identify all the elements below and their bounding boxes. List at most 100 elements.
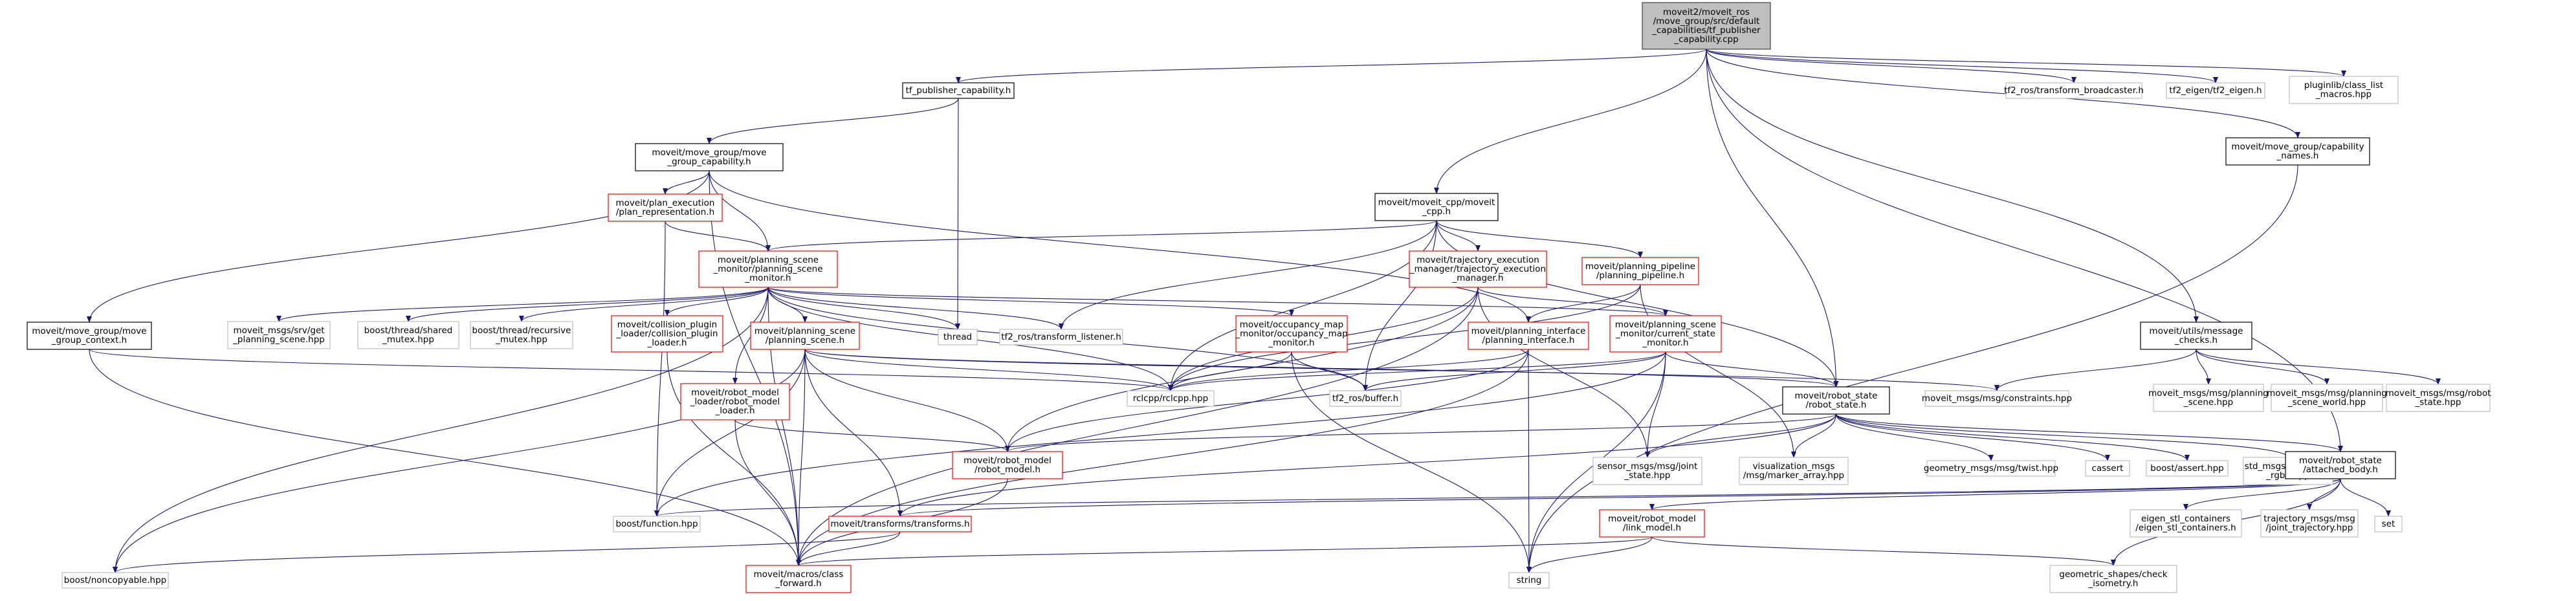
node-label-planrep: /plan_representation.h <box>616 207 714 217</box>
node-box-mrstate <box>2386 384 2491 412</box>
node-tfeigen: tf2_eigen/tf2_eigen.h <box>2166 82 2265 99</box>
node-label-bfunc: boost/function.hpp <box>615 519 698 529</box>
node-label-msgchk: _checks.h <box>2174 335 2218 345</box>
node-label-attached: moveit/robot_state <box>2299 455 2382 466</box>
node-csm[interactable]: moveit/planning_scene_monitor/current_st… <box>1609 315 1722 353</box>
edge-planrep-to-psm <box>665 221 771 252</box>
edge-transforms-to-noncopy <box>113 531 901 573</box>
node-label-cassert: cassert <box>2092 463 2124 474</box>
node-label-mcpp: moveit/moveit_cpp/moveit <box>1378 197 1495 208</box>
node-occmap[interactable]: moveit/occupancy_map_monitor/occupancy_m… <box>1235 315 1348 353</box>
edge-root-to-capnames <box>1706 49 2300 138</box>
edge-psm-to-noncopy <box>113 287 769 573</box>
node-rsh[interactable]: moveit/robot_state/robot_state.h <box>1782 386 1890 415</box>
node-linkmodel[interactable]: moveit/robot_model/link_model.h <box>1599 509 1705 538</box>
edge-rsh-to-attached <box>1835 413 2343 452</box>
node-tfpub[interactable]: tf_publisher_capability.h <box>902 82 1015 99</box>
node-label-csm: moveit/planning_scene <box>1615 320 1716 330</box>
edge-ppipe-to-markerarr <box>1640 284 1796 458</box>
node-box-csm <box>1609 315 1722 353</box>
node-label-eigenstl: eigen_stl_containers <box>2141 514 2230 524</box>
edge-ppipe-to-rclcpp <box>1168 284 1641 391</box>
node-mgctx[interactable]: moveit/move_group/move_group_context.h <box>27 322 152 350</box>
node-rmh[interactable]: moveit/robot_model/robot_model.h <box>952 451 1063 479</box>
node-label-mgctx: _group_context.h <box>51 335 127 345</box>
node-box-tfeigen <box>2166 82 2265 99</box>
node-psm[interactable]: moveit/planning_scene_monitor/planning_s… <box>698 250 838 288</box>
node-ppipe[interactable]: moveit/planning_pipeline/planning_pipeli… <box>1581 257 1699 285</box>
edge-mgcap-to-mgctx <box>87 170 710 323</box>
node-psh[interactable]: moveit/planning_scene/planning_scene.h <box>750 322 860 350</box>
edge-planrep-to-bfunc <box>654 221 666 517</box>
node-msgchk[interactable]: moveit/utils/message_checks.h <box>2140 322 2252 350</box>
node-label-mpscene: moveit_msgs/msg/planning <box>2148 388 2269 399</box>
node-bassert: boost/assert.hpp <box>2146 460 2229 477</box>
edge-rsh-to-twist <box>1835 413 1994 461</box>
node-label-capnames: _names.h <box>2276 151 2319 161</box>
edge-psm-to-tflisten <box>767 287 1064 330</box>
node-rml[interactable]: moveit/robot_model_loader/robot_model_lo… <box>680 383 790 421</box>
node-noncopy: boost/noncopyable.hpp <box>61 572 169 589</box>
node-label-mpworld: _scene_world.hpp <box>2287 397 2366 408</box>
node-label-mpworld: moveit_msgs/msg/planning <box>2267 388 2387 399</box>
node-label-markerarr: /msg/marker_array.hpp <box>1743 470 1844 481</box>
node-label-transforms: moveit/transforms/transforms.h <box>830 519 969 529</box>
node-label-shmutex: boost/thread/shared <box>364 325 453 336</box>
node-planrep[interactable]: moveit/plan_execution/plan_representatio… <box>608 193 723 222</box>
node-root[interactable]: moveit2/moveit_ros/move_group/src/defaul… <box>1642 2 1771 50</box>
node-box-ppipe <box>1581 257 1699 285</box>
node-classfwd[interactable]: moveit/macros/class_forward.h <box>745 565 852 593</box>
node-box-classfwd <box>745 565 852 593</box>
node-cplugin[interactable]: moveit/collision_plugin_loader/collision… <box>611 315 723 353</box>
edge-root-to-rsh <box>1706 49 1839 388</box>
node-box-tflisten <box>999 329 1123 345</box>
edge-mgcap-to-planrep <box>663 170 710 195</box>
node-box-occmap <box>1235 315 1348 353</box>
node-box-eigenstl <box>2130 509 2242 538</box>
node-markerarr: visualization_msgs/msg/marker_array.hpp <box>1739 457 1849 485</box>
node-label-planrep: moveit/plan_execution <box>616 198 715 208</box>
node-box-rclcpp <box>1127 390 1215 407</box>
edge-msgchk-to-constraints <box>1994 349 2197 391</box>
node-mgcap[interactable]: moveit/move_group/move_group_capability.… <box>635 143 784 171</box>
node-label-tem: _manager.h <box>1451 273 1503 283</box>
edge-msgchk-to-mpworld <box>2196 349 2329 385</box>
node-attached[interactable]: moveit/robot_state/attached_body.h <box>2285 451 2396 479</box>
edge-msgchk-to-mrstate <box>2196 349 2441 385</box>
edge-mgcap-to-classfwd <box>709 170 801 566</box>
node-set: set <box>2374 516 2403 532</box>
node-tem[interactable]: moveit/trajectory_execution_manager/traj… <box>1409 250 1547 288</box>
node-label-tfbuf: tf2_ros/buffer.h <box>1332 393 1398 404</box>
node-box-mgcap <box>635 143 784 171</box>
edge-rsh-to-markerarr <box>1791 413 1837 458</box>
node-label-set: set <box>2382 519 2395 529</box>
node-getps: moveit_msgs/srv/get_planning_scene.hpp <box>227 321 331 349</box>
node-box-rsh <box>1782 386 1890 415</box>
edge-rsh-to-cassert <box>1835 413 2110 461</box>
node-label-tfbroad: tf2_ros/transform_broadcaster.h <box>2004 85 2144 96</box>
node-label-ppipe: /planning_pipeline.h <box>1596 270 1684 281</box>
edge-mcpp-to-ppipe <box>1436 220 1643 258</box>
node-box-string <box>1508 572 1550 589</box>
node-box-root <box>1642 2 1771 50</box>
edge-csm-to-rclcpp <box>1168 351 1666 391</box>
node-transforms[interactable]: moveit/transforms/transforms.h <box>828 516 972 532</box>
edge-occmap-to-rclcpp <box>1168 351 1292 391</box>
node-mcpp[interactable]: moveit/moveit_cpp/moveit_cpp.h <box>1374 193 1499 221</box>
edge-psh-to-transforms <box>804 349 903 517</box>
node-capnames[interactable]: moveit/move_group/capability_names.h <box>2225 137 2370 166</box>
node-recmutex: boost/thread/recursive_mutex.hpp <box>470 321 573 349</box>
node-label-occmap: _monitor.h <box>1268 338 1314 348</box>
edge-root-to-mcpp <box>1434 49 1707 194</box>
node-label-psh: moveit/planning_scene <box>754 326 855 336</box>
node-pluginlib: pluginlib/class_list_macros.hpp <box>2289 76 2399 104</box>
edge-msgchk-to-mpscene <box>2196 349 2211 385</box>
node-tfbuf: tf2_ros/buffer.h <box>1329 390 1402 407</box>
node-label-rsh: /robot_state.h <box>1806 400 1867 410</box>
node-label-twist: geometry_msgs/msg/twist.hpp <box>1924 463 2058 474</box>
node-pintf[interactable]: moveit/planning_interface/planning_inter… <box>1468 322 1589 350</box>
node-box-msgchk <box>2140 322 2252 350</box>
node-label-rclcpp: rclcpp/rclcpp.hpp <box>1133 393 1209 404</box>
edge-psm-to-csm <box>767 287 1668 316</box>
